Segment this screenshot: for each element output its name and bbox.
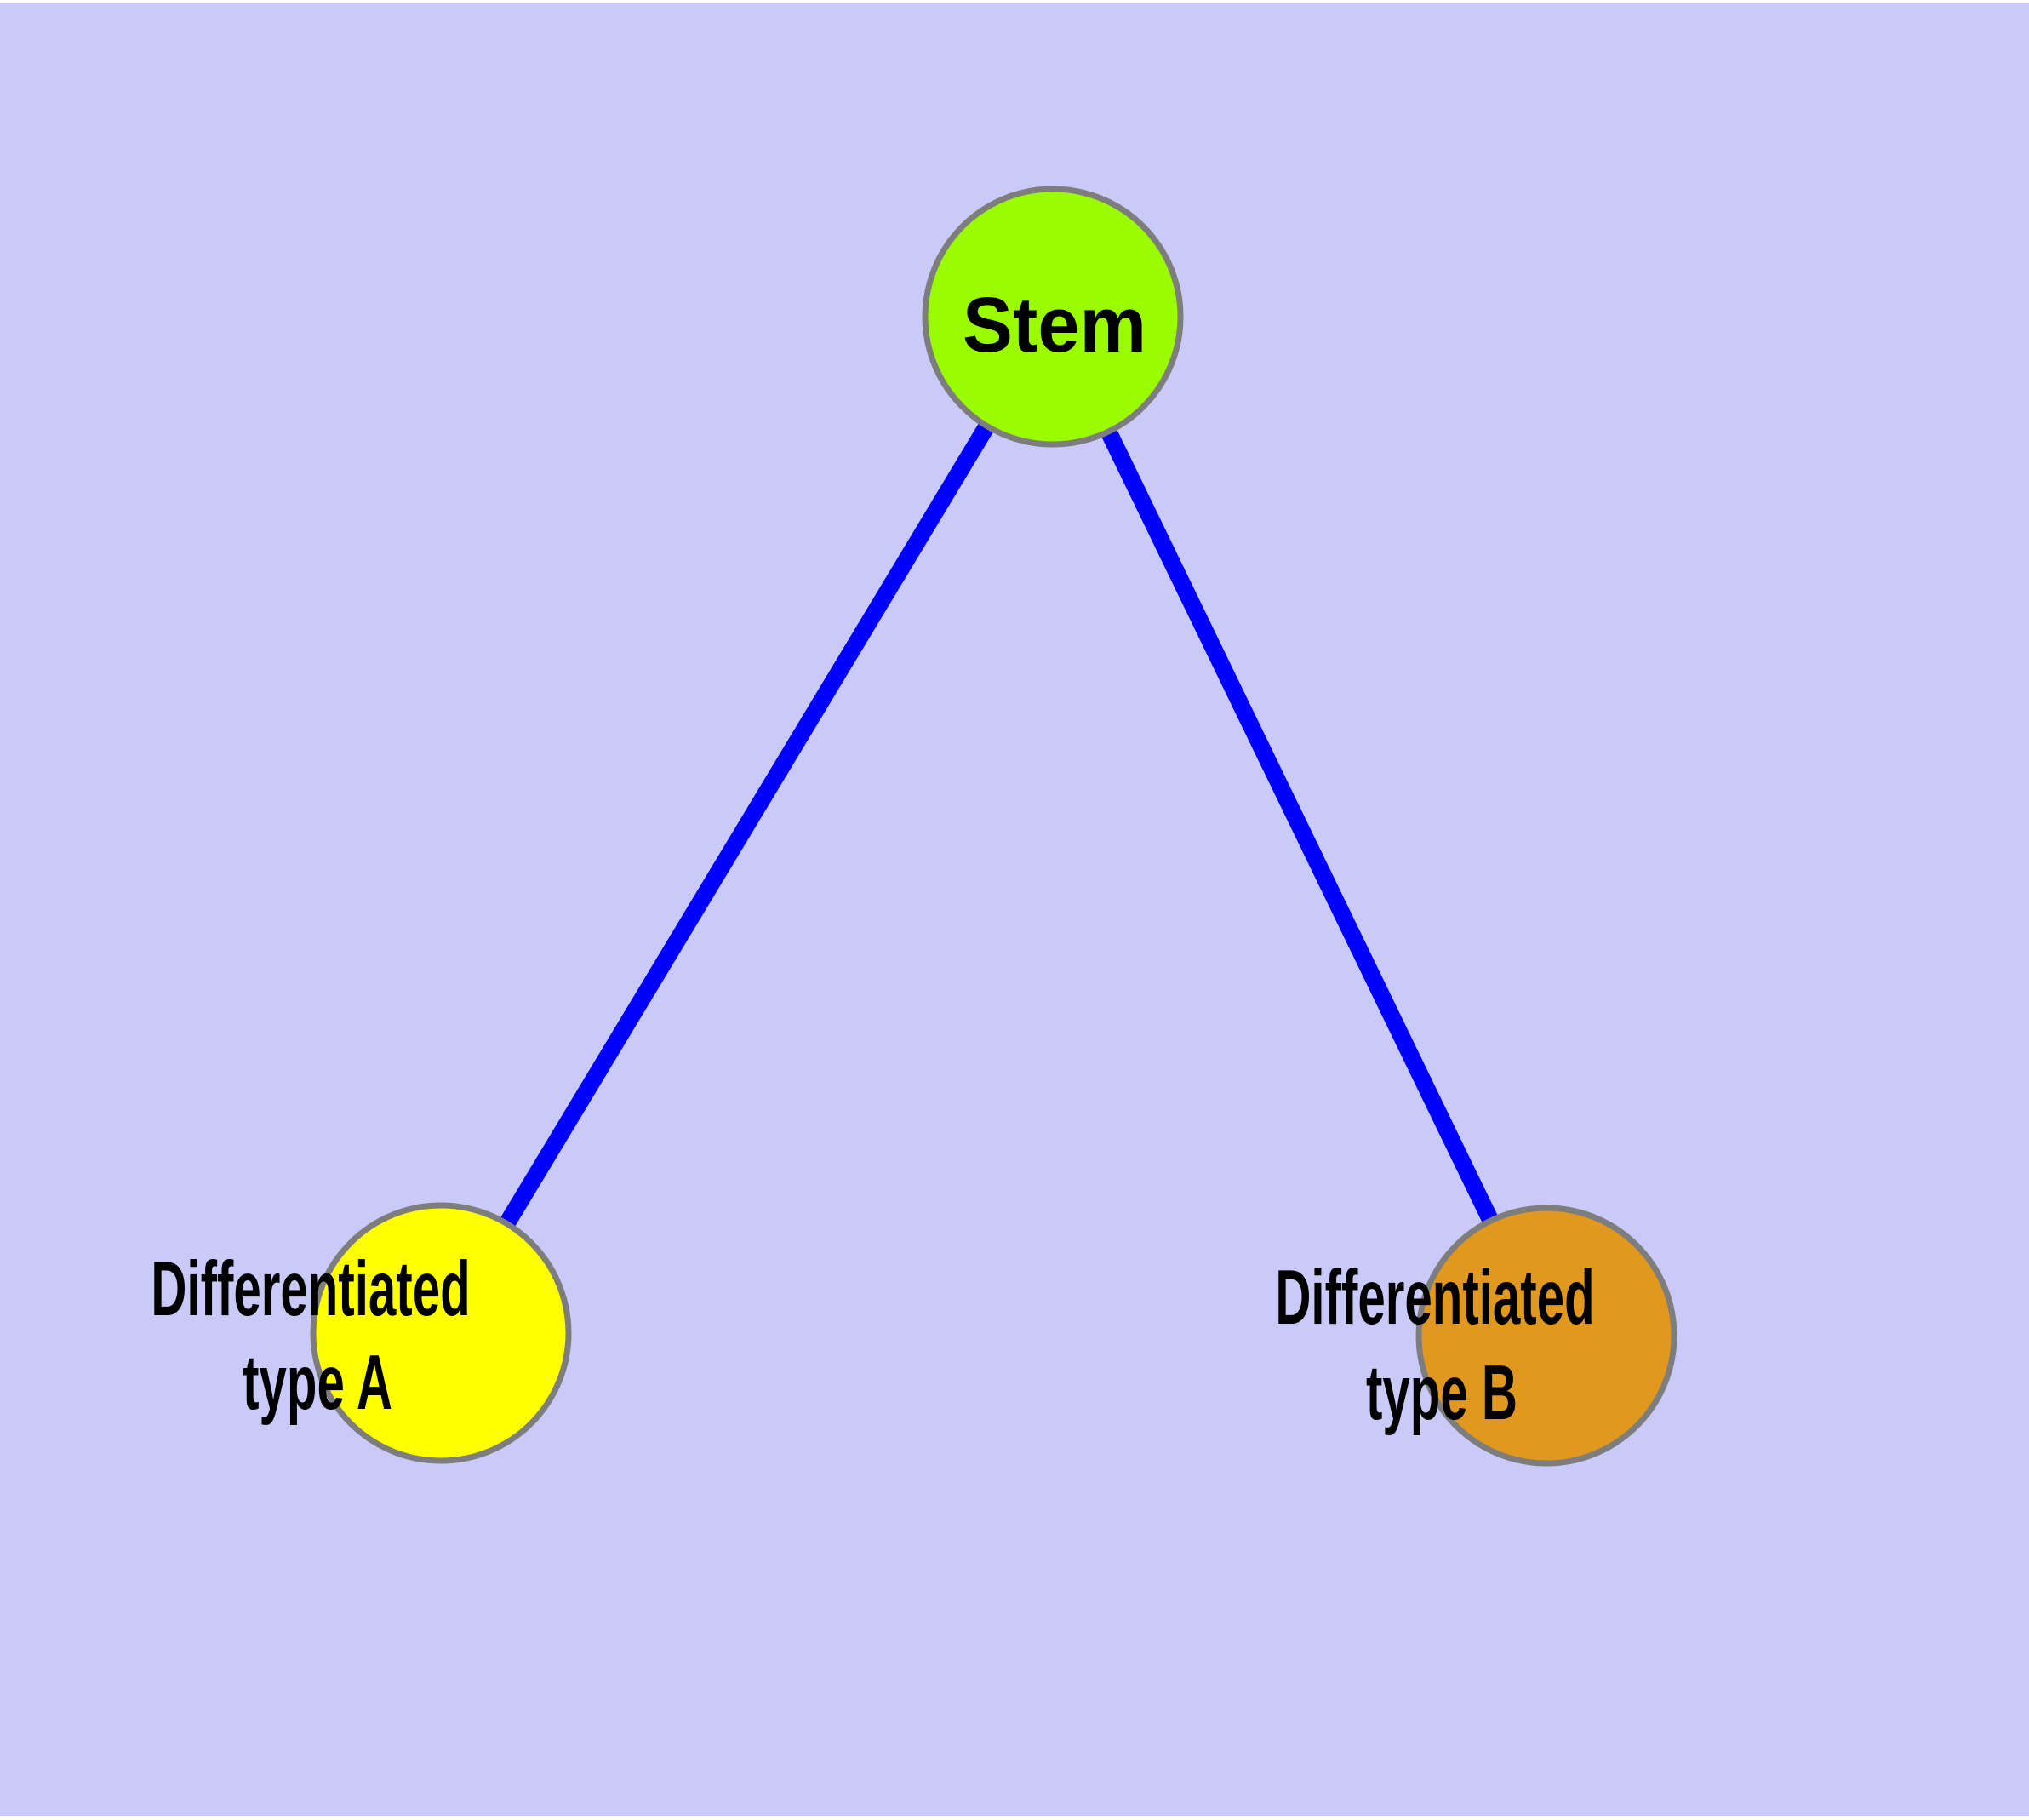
node-differentiated-type-b[interactable]: Differentiated type B [1275, 1205, 1677, 1467]
type-b-node-circle[interactable] [1415, 1205, 1677, 1467]
edge-stem-to-type-b [1045, 312, 1554, 1340]
type-a-label-line2: type A [243, 1340, 392, 1426]
type-a-node-circle[interactable] [310, 1202, 572, 1464]
stem-node-circle[interactable] [922, 186, 1184, 448]
node-stem[interactable]: Stem [922, 186, 1184, 448]
stem-node-label: Stem [963, 281, 1146, 369]
type-a-label-line1: Differentiated [151, 1246, 470, 1332]
type-b-label-line2: type B [1366, 1350, 1517, 1436]
type-b-label-line1: Differentiated [1275, 1255, 1594, 1341]
node-differentiated-type-a[interactable]: Differentiated type A [151, 1202, 572, 1464]
edge-stem-to-type-a [433, 312, 1060, 1338]
